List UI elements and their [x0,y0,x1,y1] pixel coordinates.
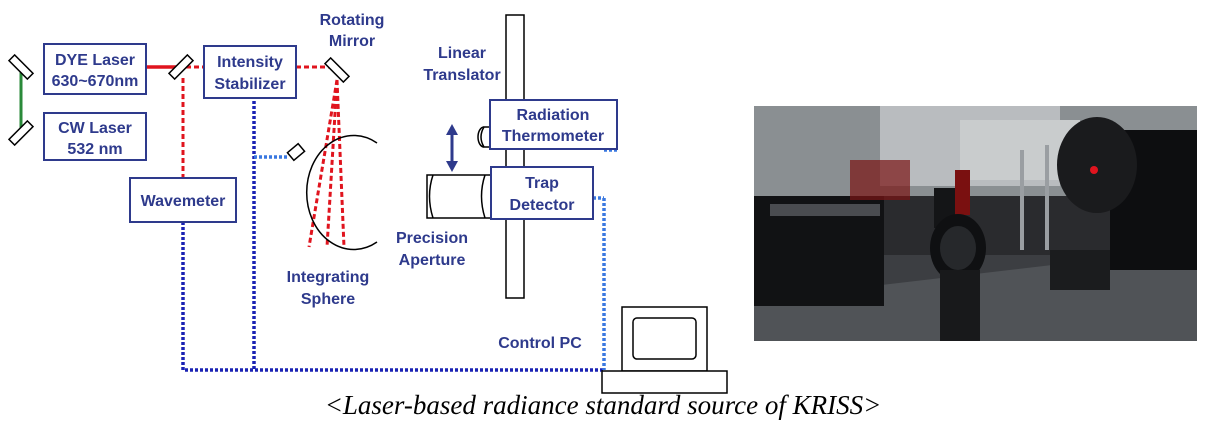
linear-translator: Linear Translator [423,14,525,299]
stabilizer-label-2: Stabilizer [214,76,285,93]
mirror-cw-left [7,119,35,147]
radiation-thermometer-label-1: Radiation [517,107,590,124]
laser-beams [19,65,346,248]
radiation-thermometer-label-2: Thermometer [502,128,604,145]
translation-arrow-icon [446,124,458,172]
control-pc-label: Control PC [498,335,582,352]
dye-laser-label: DYE Laser [55,52,135,69]
linear-translator-label-2: Translator [423,67,500,84]
linear-translator-label-1: Linear [438,45,486,62]
trap-detector-box: Trap Detector [490,166,594,220]
red-beam-fan-2 [325,79,339,248]
rotating-mirror-label-1: Rotating [320,12,385,29]
precision-aperture: Precision Aperture [396,174,492,269]
trap-detector-label-1: Trap [525,175,559,192]
mirror-beam-splitter [167,53,195,81]
red-beam-fan-3 [335,79,346,248]
trap-detector-label-2: Detector [510,197,575,214]
rotating-mirror [323,56,351,84]
intensity-stabilizer-box: Intensity Stabilizer [203,45,297,99]
figure-caption: <Laser-based radiance standard source of… [325,390,882,420]
cw-laser-label: CW Laser [58,120,132,137]
wavemeter-box: Wavemeter [129,177,237,223]
integrating-sphere: Integrating Sphere [286,134,378,308]
stabilizer-label-1: Intensity [217,54,283,71]
radiation-thermometer: Radiation Thermometer [477,99,618,150]
integrating-sphere-label-1: Integrating [287,269,370,286]
red-beam-fan-1 [307,79,339,248]
cw-laser-box: CW Laser 532 nm [43,112,147,161]
integrating-sphere-label-2: Sphere [301,291,355,308]
dye-laser-box: DYE Laser 630~670nm [43,43,147,95]
cw-laser-wavelength: 532 nm [67,141,122,158]
mirror-dye-left [7,53,35,81]
precision-aperture-label-2: Aperture [399,252,466,269]
control-pc: Control PC [498,306,728,394]
dye-laser-wavelength: 630~670nm [52,73,139,90]
wavemeter-label: Wavemeter [141,193,226,210]
rotating-mirror-label-2: Mirror [329,33,375,50]
precision-aperture-label-1: Precision [396,230,468,247]
lab-photo [754,106,1197,341]
